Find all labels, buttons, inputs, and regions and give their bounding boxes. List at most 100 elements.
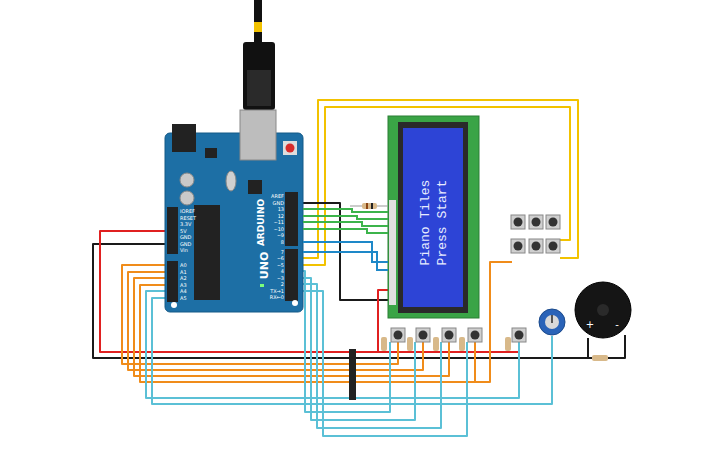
lcd-board: [388, 116, 479, 318]
potentiometer: [539, 309, 565, 335]
wire: [588, 338, 590, 358]
lcd-screen: [403, 128, 463, 307]
wire: [93, 244, 625, 358]
pin-label: AREF: [271, 194, 284, 199]
wire-connector: [303, 222, 388, 226]
pin-label: A3: [180, 283, 187, 288]
crystal: [226, 171, 236, 191]
pushbutton: [529, 239, 543, 253]
pushbutton-cap: [549, 242, 558, 251]
pushbutton-cap: [549, 218, 558, 227]
pin-label: A5: [180, 296, 187, 301]
microcontroller-chip: [194, 205, 220, 300]
arduino-board: [165, 133, 303, 312]
pushbutton-cap: [471, 331, 480, 340]
lcd-bezel: [398, 122, 468, 313]
pin-label: ~3: [277, 276, 284, 281]
usb-cable: [254, 0, 262, 45]
wire-connector: [303, 216, 388, 219]
pushbutton: [442, 328, 456, 342]
pushbutton-cap: [514, 218, 523, 227]
pin-label: 7: [281, 250, 284, 255]
pushbutton: [546, 239, 560, 253]
pin-label: 8: [281, 240, 284, 245]
pin-header: [167, 261, 178, 302]
pin-label: RX←0: [270, 295, 284, 300]
wire: [475, 262, 512, 382]
pin-label: TX→1: [270, 289, 284, 294]
pin-label: 5V: [180, 229, 187, 234]
resistor-symbol: [381, 337, 387, 351]
pin-label: GND: [180, 242, 191, 247]
pin-label: A4: [180, 289, 187, 294]
pushbutton: [546, 215, 560, 229]
reset-button-base: [283, 141, 297, 155]
potentiometer-knob: [545, 315, 559, 329]
usb-plug-grip: [247, 70, 271, 106]
pin-label: 2: [281, 282, 284, 287]
pushbutton: [416, 328, 430, 342]
potentiometer-slot: [551, 315, 553, 323]
pin-label: A1: [180, 270, 187, 275]
wire: [378, 290, 388, 352]
resistor-symbol: [459, 337, 465, 351]
polarity-mark: -: [615, 320, 619, 330]
node-text: Press Start: [436, 179, 449, 265]
pushbutton-group: [511, 215, 560, 253]
resistor-band: [371, 203, 373, 209]
resistor-symbol: [592, 355, 608, 361]
pin-label: 12: [278, 214, 284, 219]
pin-label: 13: [278, 207, 284, 212]
regulator: [205, 148, 217, 158]
resistor-symbol: [350, 203, 388, 209]
capacitor: [180, 173, 194, 187]
wire-connector: [303, 229, 388, 233]
node-text: Piano Tiles: [420, 179, 433, 265]
wire-connector: [303, 209, 388, 212]
pin-header: [285, 192, 298, 246]
wire-group: [93, 100, 625, 436]
resistor-row: [381, 337, 608, 361]
pin-header: [285, 249, 298, 301]
pushbutton-cap: [532, 218, 541, 227]
polarity-mark: +: [586, 320, 594, 330]
pushbutton: [391, 328, 405, 342]
pin-label: ~10: [273, 227, 284, 232]
pushbutton: [511, 215, 525, 229]
pin-label: A0: [180, 263, 187, 268]
pin-header-strip: [349, 349, 356, 400]
pushbutton-cap: [445, 331, 454, 340]
pin-label: A2: [180, 276, 187, 281]
resistor-symbol: [407, 337, 413, 351]
node-text: UNO: [260, 251, 271, 279]
mounting-hole: [171, 302, 177, 308]
resistor-body: [362, 203, 377, 209]
wire-connector: [303, 252, 388, 270]
usb-socket: [240, 110, 276, 160]
resistor-band: [366, 203, 368, 209]
reset-button: [286, 144, 295, 153]
pin-label: GND: [180, 235, 191, 240]
pin-header: [167, 207, 178, 254]
pin-label: ~5: [277, 263, 284, 268]
pin-label: ~9: [277, 233, 284, 238]
pushbutton: [529, 215, 543, 229]
pin-label: ~11: [273, 220, 284, 225]
pushbutton-cap: [514, 242, 523, 251]
usb-cable-mark: [254, 22, 262, 32]
pin-label: 3.3V: [180, 222, 191, 227]
pin-label: 4: [281, 269, 284, 274]
pin-label: RESET: [180, 216, 196, 221]
pushbutton-cap: [532, 242, 541, 251]
pin-label: GND: [273, 201, 284, 206]
pushbutton-row: [391, 328, 526, 342]
piezo-buzzer: [575, 282, 631, 338]
resistor-symbol: [433, 337, 439, 351]
led: [260, 284, 264, 287]
power-jack: [172, 124, 196, 152]
lcd-display: Piano TilesPress Start: [388, 116, 479, 318]
lcd-pin-header: [389, 200, 396, 305]
pushbutton: [512, 328, 526, 342]
